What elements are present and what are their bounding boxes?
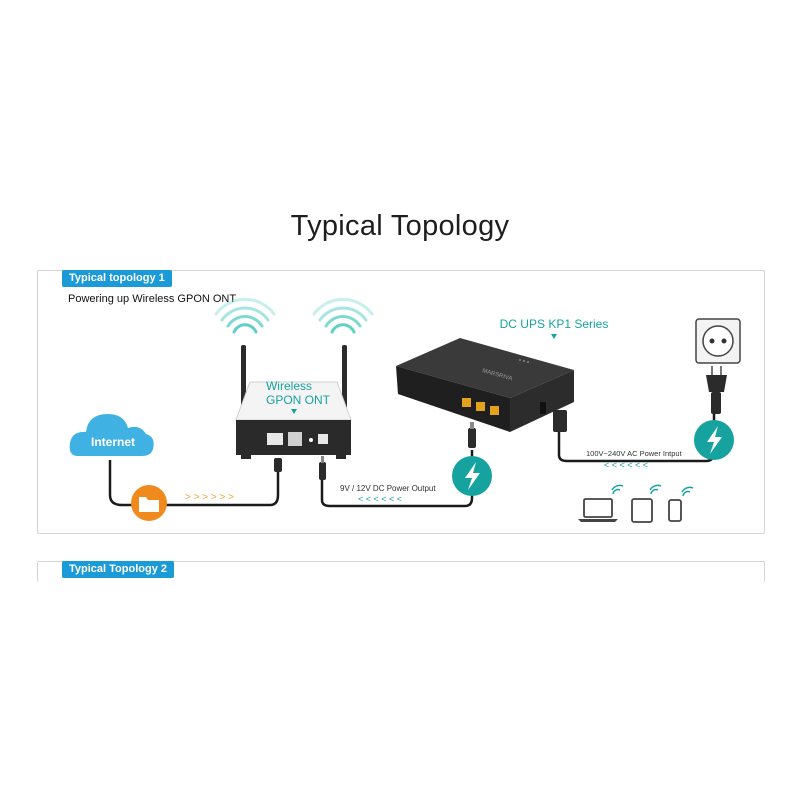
internet-cloud-icon [69, 414, 154, 456]
dc-plug-ups [468, 422, 476, 448]
dc-ups-device [396, 338, 574, 432]
wifi-small-icon [611, 484, 694, 497]
ac-input-label: 100V~240V AC Power Intput [586, 449, 683, 458]
ups-label: DC UPS KP1 Series [500, 317, 609, 331]
fiber-cable [108, 460, 280, 507]
fiber-connector [274, 458, 282, 472]
topology-1-panel: Typical topology 1 [37, 270, 765, 534]
ac-connector [553, 410, 567, 432]
page-title: Typical Topology [290, 210, 510, 242]
topology-1-tag: Typical topology 1 [62, 270, 172, 287]
wifi-signal-icon [214, 297, 276, 334]
ont-label-line2: GPON ONT [266, 393, 331, 407]
tablet-icon [631, 498, 653, 523]
wifi-signal-icon [312, 297, 374, 334]
topology-2-panel: Typical Topology 2 [37, 561, 765, 582]
folder-icon [131, 485, 167, 521]
dc-plug-ont [319, 456, 326, 480]
caret-down-icon [291, 409, 297, 414]
power-plug-icon [706, 366, 727, 414]
topology-2-tag: Typical Topology 2 [62, 561, 174, 578]
ont-label-line1: Wireless [266, 379, 312, 393]
lightning-icon [452, 456, 492, 496]
laptop-icon [578, 498, 618, 522]
gpon-ont-device [235, 345, 352, 459]
dc-power-arrows: < < < < < < [358, 494, 402, 504]
lightning-icon [694, 420, 734, 460]
caret-down-icon [551, 334, 557, 339]
dc-output-label: 9V / 12V DC Power Output [340, 484, 436, 493]
topology-1-subtitle: Powering up Wireless GPON ONT [68, 293, 237, 305]
phone-icon [668, 499, 682, 522]
data-flow-arrows: > > > > > > [185, 492, 234, 503]
wall-socket-icon [695, 318, 741, 364]
internet-label: Internet [91, 435, 135, 449]
dc-output-cable [320, 450, 474, 508]
ac-power-arrows: < < < < < < [604, 460, 648, 470]
